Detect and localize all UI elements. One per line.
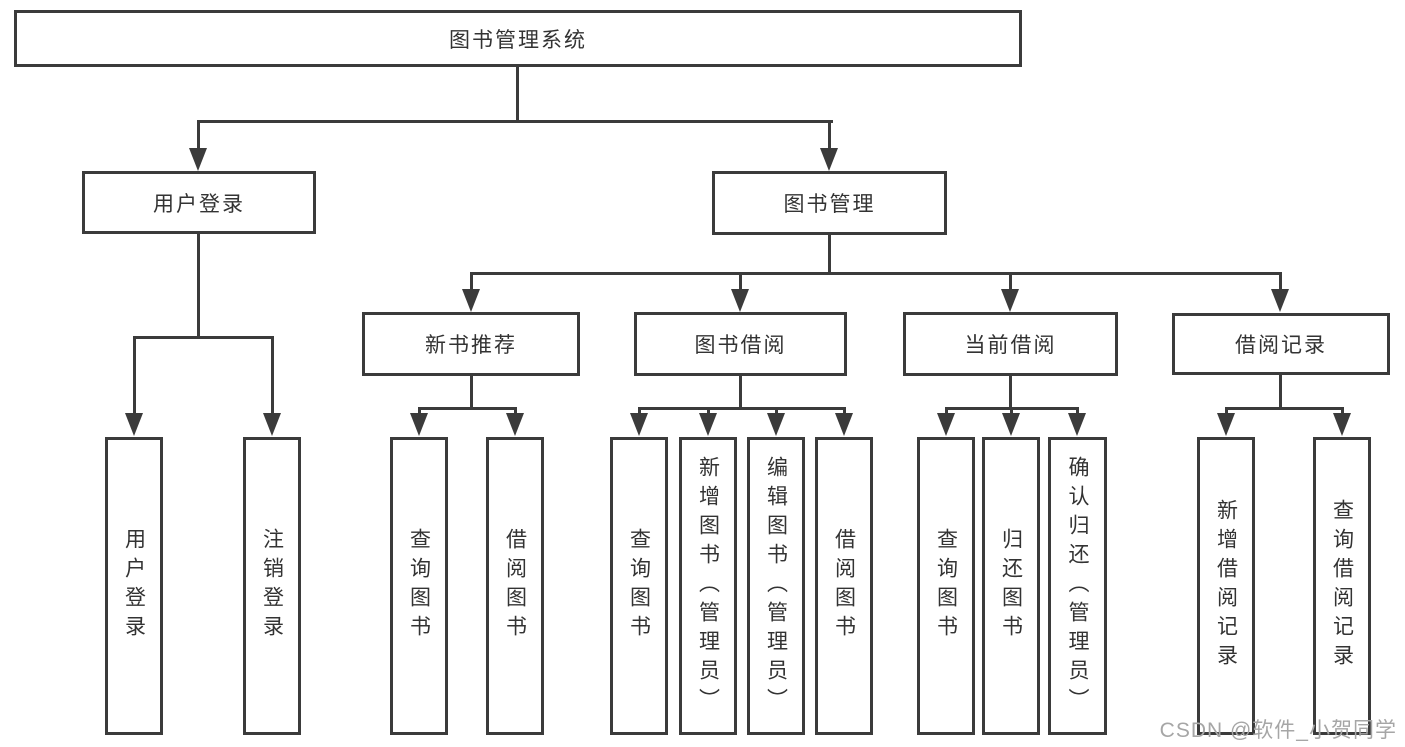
connector-line (739, 375, 742, 407)
node-label: 图书借阅 (694, 334, 787, 357)
connector-line (1225, 407, 1344, 410)
leaf-label: 编辑图书（管理员） (764, 455, 788, 717)
node-user-login: 用户登录 (82, 171, 316, 234)
arrowhead-down-icon (835, 413, 853, 436)
arrowhead-down-icon (630, 413, 648, 436)
connector-line (470, 375, 473, 407)
node-library-management-system: 图书管理系统 (14, 10, 1022, 67)
arrowhead-down-icon (937, 413, 955, 436)
connector-line (133, 336, 136, 415)
arrowhead-down-icon (731, 289, 749, 312)
node-label: 借阅记录 (1235, 334, 1327, 357)
leaf-borrow-books-2: 借阅图书 (815, 437, 873, 735)
leaf-label: 新增借阅记录 (1214, 499, 1238, 673)
leaf-add-book-admin: 新增图书（管理员） (679, 437, 737, 735)
leaf-user-login: 用户登录 (105, 437, 163, 735)
node-current-borrowing: 当前借阅 (903, 312, 1118, 376)
leaf-label: 查询图书 (934, 528, 958, 644)
connector-line (739, 272, 742, 290)
leaf-edit-book-admin: 编辑图书（管理员） (747, 437, 805, 735)
arrowhead-down-icon (1271, 289, 1289, 312)
connector-line (638, 407, 846, 410)
leaf-label: 归还图书 (999, 528, 1023, 644)
arrowhead-down-icon (1333, 413, 1351, 436)
leaf-label: 查询图书 (407, 528, 431, 644)
connector-line (1010, 407, 1013, 415)
node-label: 当前借阅 (964, 334, 1057, 357)
connector-line (418, 407, 421, 415)
node-book-management: 图书管理 (712, 171, 947, 235)
connector-line (707, 407, 710, 415)
connector-line (133, 336, 274, 339)
connector-line (470, 272, 473, 290)
connector-line (470, 272, 1282, 275)
leaf-label: 新增图书（管理员） (696, 455, 720, 717)
node-label: 用户登录 (153, 192, 245, 216)
leaf-logout: 注销登录 (243, 437, 301, 735)
connector-line (775, 407, 778, 415)
arrowhead-down-icon (820, 148, 838, 171)
node-new-book-recommendation: 新书推荐 (362, 312, 580, 376)
node-label: 新书推荐 (425, 334, 517, 357)
arrowhead-down-icon (125, 413, 143, 436)
connector-line (1279, 272, 1282, 290)
connector-line (418, 407, 517, 410)
leaf-label: 查询图书 (627, 528, 651, 644)
arrowhead-down-icon (189, 148, 207, 171)
node-borrowing-records: 借阅记录 (1172, 313, 1390, 375)
connector-line (197, 234, 200, 336)
arrowhead-down-icon (410, 413, 428, 436)
arrowhead-down-icon (506, 413, 524, 436)
arrowhead-down-icon (263, 413, 281, 436)
connector-line (1076, 407, 1079, 415)
arrowhead-down-icon (699, 413, 717, 436)
leaf-label: 查询借阅记录 (1330, 499, 1354, 673)
leaf-label: 借阅图书 (503, 528, 527, 644)
leaf-query-books-2: 查询图书 (610, 437, 668, 735)
leaf-query-borrow-record: 查询借阅记录 (1313, 437, 1371, 735)
connector-line (945, 407, 948, 415)
arrowhead-down-icon (1002, 413, 1020, 436)
connector-line (828, 120, 831, 148)
leaf-label: 注销登录 (260, 528, 284, 644)
connector-line (1341, 407, 1344, 415)
leaf-return-books: 归还图书 (982, 437, 1040, 735)
connector-line (1009, 272, 1012, 290)
connector-line (638, 407, 641, 415)
connector-line (828, 234, 831, 272)
connector-line (197, 120, 833, 123)
leaf-label: 确认归还（管理员） (1066, 455, 1089, 717)
node-book-borrowing: 图书借阅 (634, 312, 847, 376)
leaf-query-books-3: 查询图书 (917, 437, 975, 735)
arrowhead-down-icon (1068, 413, 1086, 436)
node-label: 图书管理系统 (449, 28, 587, 52)
arrowhead-down-icon (462, 289, 480, 312)
connector-line (271, 336, 274, 415)
leaf-add-borrow-record: 新增借阅记录 (1197, 437, 1255, 735)
connector-line (516, 66, 519, 120)
connector-line (1225, 407, 1228, 415)
leaf-borrow-books-1: 借阅图书 (486, 437, 544, 735)
arrowhead-down-icon (1217, 413, 1235, 436)
watermark: CSDN @软件_小贺同学 (1159, 719, 1397, 742)
connector-line (843, 407, 846, 415)
node-label: 图书管理 (783, 193, 876, 216)
connector-line (197, 120, 200, 148)
connector-line (1009, 375, 1012, 407)
leaf-confirm-return-admin: 确认归还（管理员） (1048, 437, 1107, 735)
connector-line (1279, 374, 1282, 407)
leaf-label: 用户登录 (122, 528, 146, 644)
leaf-label: 借阅图书 (832, 528, 856, 644)
connector-line (514, 407, 517, 415)
arrowhead-down-icon (767, 413, 785, 436)
arrowhead-down-icon (1001, 289, 1019, 312)
leaf-query-books-1: 查询图书 (390, 437, 448, 735)
